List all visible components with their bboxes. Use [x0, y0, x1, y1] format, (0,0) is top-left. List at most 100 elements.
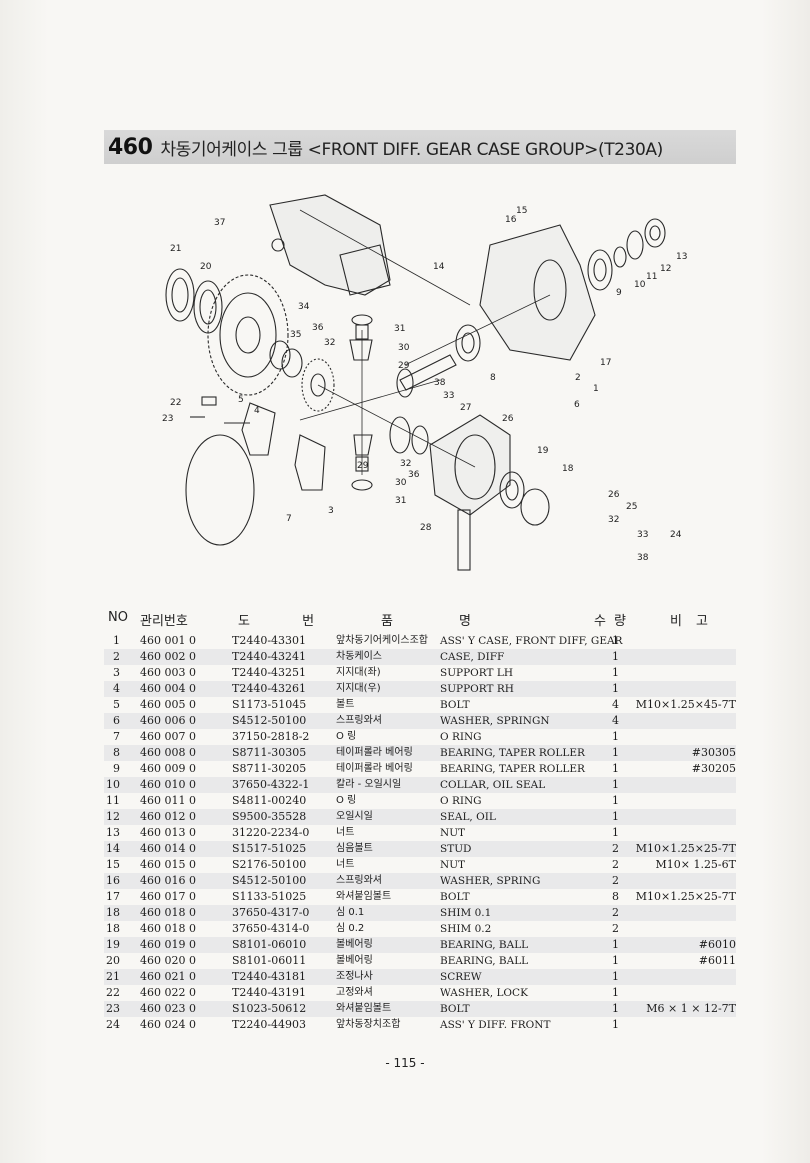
callout-14: 14	[433, 262, 445, 272]
callout-38-range: 38	[637, 553, 649, 563]
row-management-number: 460 018 0	[140, 922, 196, 935]
row-english-name: BEARING, TAPER ROLLER	[440, 747, 585, 759]
row-korean-name: 스프링와셔	[336, 875, 382, 886]
callout-29-lower: 29	[357, 461, 369, 471]
row-management-number: 460 009 0	[140, 762, 196, 775]
callout-30: 30	[398, 343, 410, 353]
row-management-number: 460 002 0	[140, 650, 196, 663]
row-drawing-number: S8711-30305	[232, 746, 307, 759]
row-korean-name: 테이퍼롤라 베어링	[336, 747, 413, 758]
row-english-name: SUPPORT LH	[440, 667, 513, 679]
row-drawing-number: S4811-00240	[232, 794, 307, 807]
row-quantity: 2	[612, 858, 619, 871]
callout-17: 17	[600, 358, 611, 368]
row-remark: M10×1.25×25-7T	[635, 842, 736, 855]
row-no: 2	[113, 650, 120, 663]
header-drawing-number: 도 번	[238, 614, 339, 629]
row-drawing-number: S4512-50100	[232, 714, 307, 727]
row-no: 4	[113, 682, 120, 695]
callout-24: 24	[670, 530, 682, 540]
row-quantity: 1	[612, 938, 619, 951]
row-quantity: 1	[612, 986, 619, 999]
row-remark: #6011	[698, 954, 736, 967]
header-no: NO	[108, 610, 128, 625]
callout-3: 3	[328, 506, 334, 516]
row-quantity: 1	[612, 1002, 619, 1015]
row-management-number: 460 022 0	[140, 986, 196, 999]
row-english-name: SUPPORT RH	[440, 683, 514, 695]
row-no: 18	[106, 922, 120, 935]
row-korean-name: 지지대(우)	[336, 683, 381, 694]
page-number: - 115 -	[385, 1056, 425, 1070]
row-english-name: O RING	[440, 731, 482, 743]
row-management-number: 460 005 0	[140, 698, 196, 711]
callout-2: 2	[575, 373, 581, 383]
row-korean-name: 심 0.1	[336, 907, 365, 918]
row-korean-name: 심음볼트	[336, 843, 373, 854]
callout-36: 36	[312, 323, 324, 333]
row-drawing-number: T2440-43191	[232, 986, 307, 999]
callout-26: 26	[502, 414, 514, 424]
row-no: 6	[113, 714, 120, 727]
callout-15: 15	[516, 206, 527, 216]
row-quantity: 1	[612, 826, 619, 839]
row-quantity: 2	[612, 874, 619, 887]
callout-34: 34	[298, 302, 310, 312]
callout-21: 21	[170, 244, 181, 254]
row-korean-name: 오일시일	[336, 811, 373, 822]
row-english-name: BEARING, TAPER ROLLER	[440, 763, 585, 775]
row-quantity: 1	[612, 682, 619, 695]
row-management-number: 460 015 0	[140, 858, 196, 871]
row-drawing-number: S9500-35528	[232, 810, 307, 823]
row-korean-name: 와셔붙임볼트	[336, 891, 392, 902]
row-korean-name: 차동케이스	[336, 651, 382, 662]
row-korean-name: 심 0.2	[336, 923, 365, 934]
row-quantity: 1	[612, 970, 619, 983]
row-drawing-number: 31220-2234-0	[232, 826, 310, 839]
row-english-name: WASHER, SPRING	[440, 875, 541, 887]
callout-16: 16	[505, 215, 517, 225]
row-korean-name: 앞차동장치조합	[336, 1019, 401, 1030]
row-no: 7	[113, 730, 120, 743]
row-korean-name: 앞차동기어케이스조합	[336, 635, 428, 646]
row-management-number: 460 001 0	[140, 634, 196, 647]
row-quantity: 1	[612, 794, 619, 807]
row-remark: M6 × 1 × 12-7T	[646, 1002, 736, 1015]
callout-35: 35	[290, 330, 301, 340]
row-quantity: 1	[612, 746, 619, 759]
exploded-parts-diagram: 15 16 37 21 20 14 13 12 11 10 9 34 31 35…	[150, 185, 690, 585]
row-quantity: 2	[612, 842, 619, 855]
callout-18: 18	[562, 464, 574, 474]
row-quantity: 2	[612, 906, 619, 919]
row-no: 8	[113, 746, 120, 759]
row-management-number: 460 014 0	[140, 842, 196, 855]
row-no: 12	[106, 810, 120, 823]
row-english-name: SCREW	[440, 971, 482, 983]
row-quantity: 4	[612, 698, 619, 711]
row-management-number: 460 006 0	[140, 714, 196, 727]
header-part-name-b: 명	[459, 614, 471, 629]
group-title: 차동기어케이스 그룹 <FRONT DIFF. GEAR CASE GROUP>…	[160, 139, 663, 160]
row-korean-name: 너트	[336, 827, 355, 838]
row-no: 14	[106, 842, 120, 855]
row-korean-name: 볼베어링	[336, 939, 373, 950]
callout-33-range: 33	[637, 530, 648, 540]
row-english-name: BEARING, BALL	[440, 955, 529, 967]
row-quantity: 8	[612, 890, 619, 903]
row-no: 15	[106, 858, 120, 871]
row-korean-name: 지지대(좌)	[336, 667, 381, 678]
callout-5: 5	[238, 395, 244, 405]
callout-8: 8	[490, 373, 496, 383]
callout-38: 38	[434, 378, 446, 388]
row-quantity: 2	[612, 922, 619, 935]
callout-11: 11	[646, 272, 657, 282]
